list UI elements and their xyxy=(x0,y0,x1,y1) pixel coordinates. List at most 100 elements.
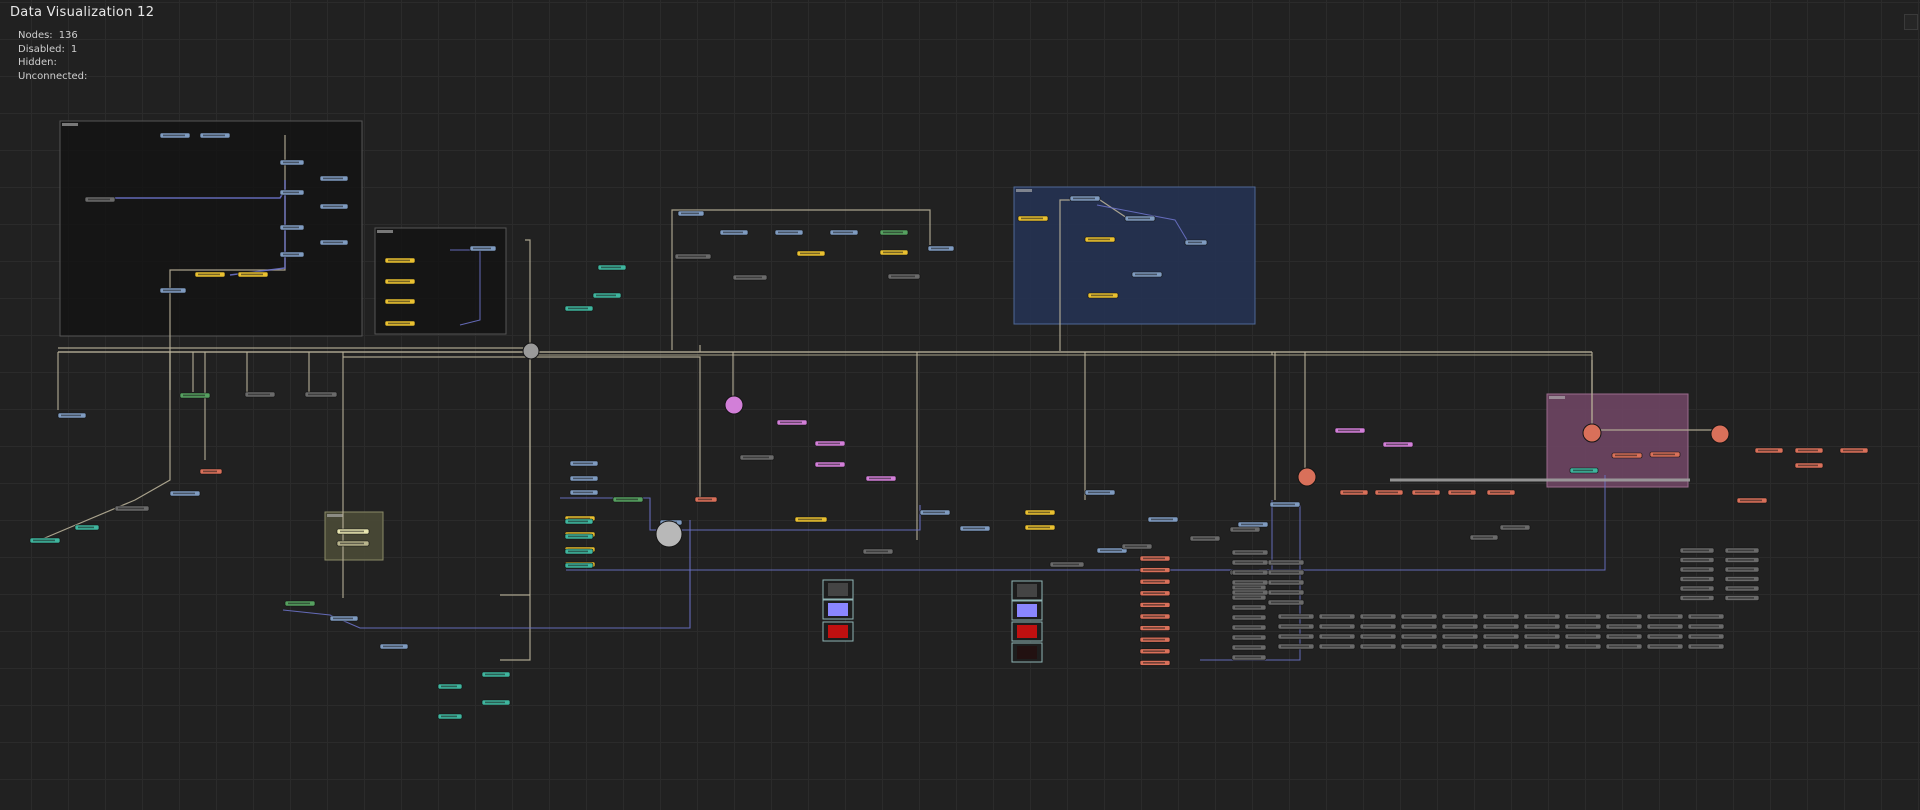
node-label-line xyxy=(883,231,903,234)
node-label-line xyxy=(1650,625,1678,628)
node-label-line xyxy=(1683,587,1709,590)
node-label-line xyxy=(1235,596,1261,599)
node-label-line xyxy=(568,517,590,520)
node-label-line xyxy=(1233,528,1255,531)
node-label-line xyxy=(1527,635,1555,638)
connection-wire xyxy=(450,249,481,326)
node-label-line xyxy=(1088,491,1110,494)
stat-label: Disabled: xyxy=(18,43,65,55)
node-label-line xyxy=(1193,537,1215,540)
node-label-line xyxy=(1683,578,1709,580)
node-label-line xyxy=(1683,559,1709,561)
node-label-line xyxy=(1653,453,1675,456)
stat-label: Hidden: xyxy=(18,57,57,68)
node-label-line xyxy=(800,252,820,255)
node-label-line xyxy=(1615,454,1637,457)
preview-swatch xyxy=(1017,646,1037,659)
node-label-line xyxy=(1728,568,1754,571)
node-label-line xyxy=(883,251,903,254)
group-frame[interactable] xyxy=(324,511,384,561)
hub-node[interactable] xyxy=(1710,424,1730,444)
group-header[interactable] xyxy=(377,230,393,233)
node-label-line xyxy=(1235,586,1261,589)
node-label-line xyxy=(1128,217,1150,220)
node-label-line xyxy=(743,456,769,459)
node-label-line xyxy=(1486,615,1514,618)
node-label-line xyxy=(1486,645,1514,648)
node-label-line xyxy=(1404,615,1432,618)
node-label-line xyxy=(596,294,616,297)
hub-node[interactable] xyxy=(1297,467,1317,487)
group-frame[interactable] xyxy=(59,120,363,337)
stat-label: Unconnected: xyxy=(18,70,88,82)
hub-node[interactable] xyxy=(522,342,540,360)
node-label-line xyxy=(1235,581,1263,584)
node-label-line xyxy=(388,259,410,262)
node-label-line xyxy=(1378,491,1398,494)
node-label-line xyxy=(1527,615,1555,618)
preview-swatch xyxy=(1017,604,1037,617)
node-label-line xyxy=(1683,568,1709,571)
node-label-line xyxy=(163,289,181,292)
node-label-line xyxy=(1609,625,1637,628)
node-label-line xyxy=(1691,625,1719,628)
node-label-line xyxy=(1322,625,1350,628)
minimap-toggle-button[interactable] xyxy=(1904,14,1918,30)
preview-swatch xyxy=(1017,625,1037,638)
node-label-line xyxy=(1188,241,1202,244)
node-label-line xyxy=(1271,591,1299,594)
node-label-line xyxy=(1363,645,1391,648)
node-label-line xyxy=(333,617,353,620)
node-label-line xyxy=(163,134,185,137)
node-label-line xyxy=(183,394,205,397)
group-header[interactable] xyxy=(1549,396,1565,399)
node-label-line xyxy=(1271,561,1299,564)
group-header[interactable] xyxy=(62,123,78,126)
node-label-line xyxy=(778,231,798,234)
node-label-line xyxy=(1143,557,1165,560)
node-label-line xyxy=(1235,646,1261,649)
node-label-line xyxy=(340,542,364,545)
node-label-line xyxy=(723,231,743,234)
node-label-line xyxy=(173,492,195,495)
node-label-line xyxy=(1235,561,1263,564)
graph-stats-panel: Nodes:136 Disabled:1 Hidden: Unconnected… xyxy=(18,29,93,83)
node-label-line xyxy=(1568,645,1596,648)
graph-title: Data Visualization 12 xyxy=(10,5,155,20)
hub-node[interactable] xyxy=(1582,423,1602,443)
node-label-line xyxy=(1445,645,1473,648)
node-label-line xyxy=(1151,518,1173,521)
node-label-line xyxy=(1271,601,1299,604)
node-label-line xyxy=(1386,443,1408,446)
group-header[interactable] xyxy=(327,514,343,517)
hub-node[interactable] xyxy=(655,520,683,548)
group-frame[interactable] xyxy=(1546,393,1689,488)
node-label-line xyxy=(1490,491,1510,494)
hub-node[interactable] xyxy=(724,395,744,415)
group-header[interactable] xyxy=(1016,189,1032,192)
node-label-line xyxy=(388,322,410,325)
node-label-line xyxy=(118,507,144,510)
node-label-line xyxy=(1281,645,1309,648)
node-label-line xyxy=(1740,499,1762,502)
node-label-line xyxy=(1073,197,1095,200)
node-label-line xyxy=(1235,551,1263,554)
node-label-line xyxy=(1143,662,1165,664)
node-label-line xyxy=(616,498,638,501)
node-label-line xyxy=(681,212,699,215)
connection-wire xyxy=(343,356,701,498)
group-frame[interactable] xyxy=(1013,186,1256,325)
node-label-line xyxy=(1235,656,1261,659)
node-label-line xyxy=(1609,635,1637,638)
node-label-line xyxy=(1415,491,1435,494)
node-label-line xyxy=(573,462,593,465)
connection-wire xyxy=(282,520,691,629)
node-label-line xyxy=(1235,636,1261,639)
node-label-line xyxy=(1281,635,1309,638)
node-label-line xyxy=(923,511,945,514)
node-label-line xyxy=(1609,645,1637,648)
node-label-line xyxy=(33,539,55,542)
node-label-line xyxy=(1445,625,1473,628)
